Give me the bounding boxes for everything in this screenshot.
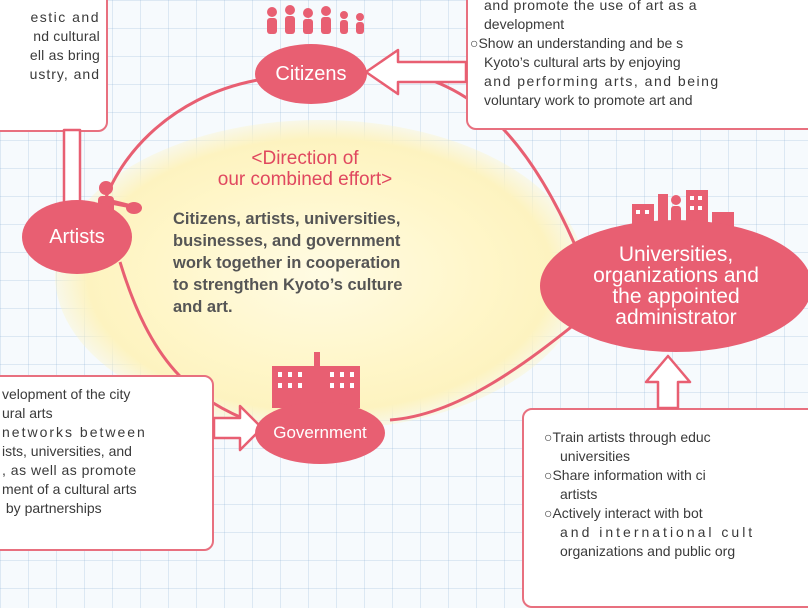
- box-line: organizations and public org: [560, 543, 736, 559]
- box-line: ○Actively interact with bot: [544, 505, 703, 521]
- box-line: velopment of the city: [2, 386, 131, 402]
- box-line: estic and: [30, 9, 100, 25]
- center-body-line: work together in cooperation: [173, 254, 401, 272]
- box-line: ○Share information with ci: [544, 467, 706, 483]
- box-line: and international cult: [560, 524, 756, 540]
- government-label: Government: [273, 423, 367, 442]
- universities-roles-box: ○Train artists through educ universities…: [522, 408, 808, 608]
- government-node: Government: [255, 402, 385, 464]
- box-line: networks between: [2, 424, 147, 440]
- box-line: ment of a cultural arts: [2, 481, 137, 497]
- universities-label-line: organizations and: [593, 264, 759, 287]
- center-title-line: our combined effort>: [217, 169, 393, 190]
- box-line: by partnerships: [2, 500, 102, 516]
- universities-node: Universities, organizations and the appo…: [540, 220, 808, 352]
- center-body-line: and art.: [173, 298, 233, 316]
- box-line: ustry, and: [29, 66, 100, 82]
- artists-label: Artists: [49, 225, 105, 248]
- box-line: voluntary work to promote art and: [484, 92, 693, 108]
- box-line: universities: [560, 448, 631, 464]
- box-line: ists, universities, and: [2, 443, 132, 459]
- center-body-line: Citizens, artists, universities,: [173, 210, 401, 228]
- center-body-line: to strengthen Kyoto’s culture: [173, 276, 403, 294]
- box-line: ural arts: [2, 405, 53, 421]
- artists-roles-box: estic and nd cultural ell as bring ustry…: [0, 0, 108, 132]
- citizens-label: Citizens: [275, 62, 347, 85]
- box-line: ell as bring: [29, 47, 100, 63]
- box-line: ○Show an understanding and be s: [470, 35, 684, 51]
- universities-label-line: administrator: [615, 306, 737, 329]
- center-title: <Direction of our combined effort>: [175, 148, 435, 190]
- government-building-icon: [272, 352, 360, 408]
- center-title-line: <Direction of: [251, 148, 359, 169]
- box-line: and promote the use of art as a: [484, 0, 698, 13]
- universities-label-line: Universities,: [618, 243, 734, 266]
- center-body-line: businesses, and government: [173, 232, 401, 250]
- citizens-node: Citizens: [255, 44, 367, 104]
- box-line: , as well as promote: [2, 462, 137, 478]
- box-line: and performing arts, and being: [484, 73, 720, 89]
- citizens-roles-box: and promote the use of art as a developm…: [466, 0, 808, 130]
- box-line: development: [484, 16, 565, 32]
- universities-label-line: the appointed: [612, 285, 740, 308]
- box-line: Kyoto’s cultural arts by enjoying: [484, 54, 681, 70]
- government-roles-box: velopment of the city ural arts networks…: [0, 375, 214, 551]
- box-line: nd cultural: [33, 28, 100, 44]
- box-line: ○Train artists through educ: [544, 429, 711, 445]
- center-body: Citizens, artists, universities, busines…: [173, 208, 463, 318]
- artists-node: Artists: [22, 200, 132, 274]
- box-line: artists: [560, 486, 598, 502]
- citizens-people-icon: [267, 5, 364, 34]
